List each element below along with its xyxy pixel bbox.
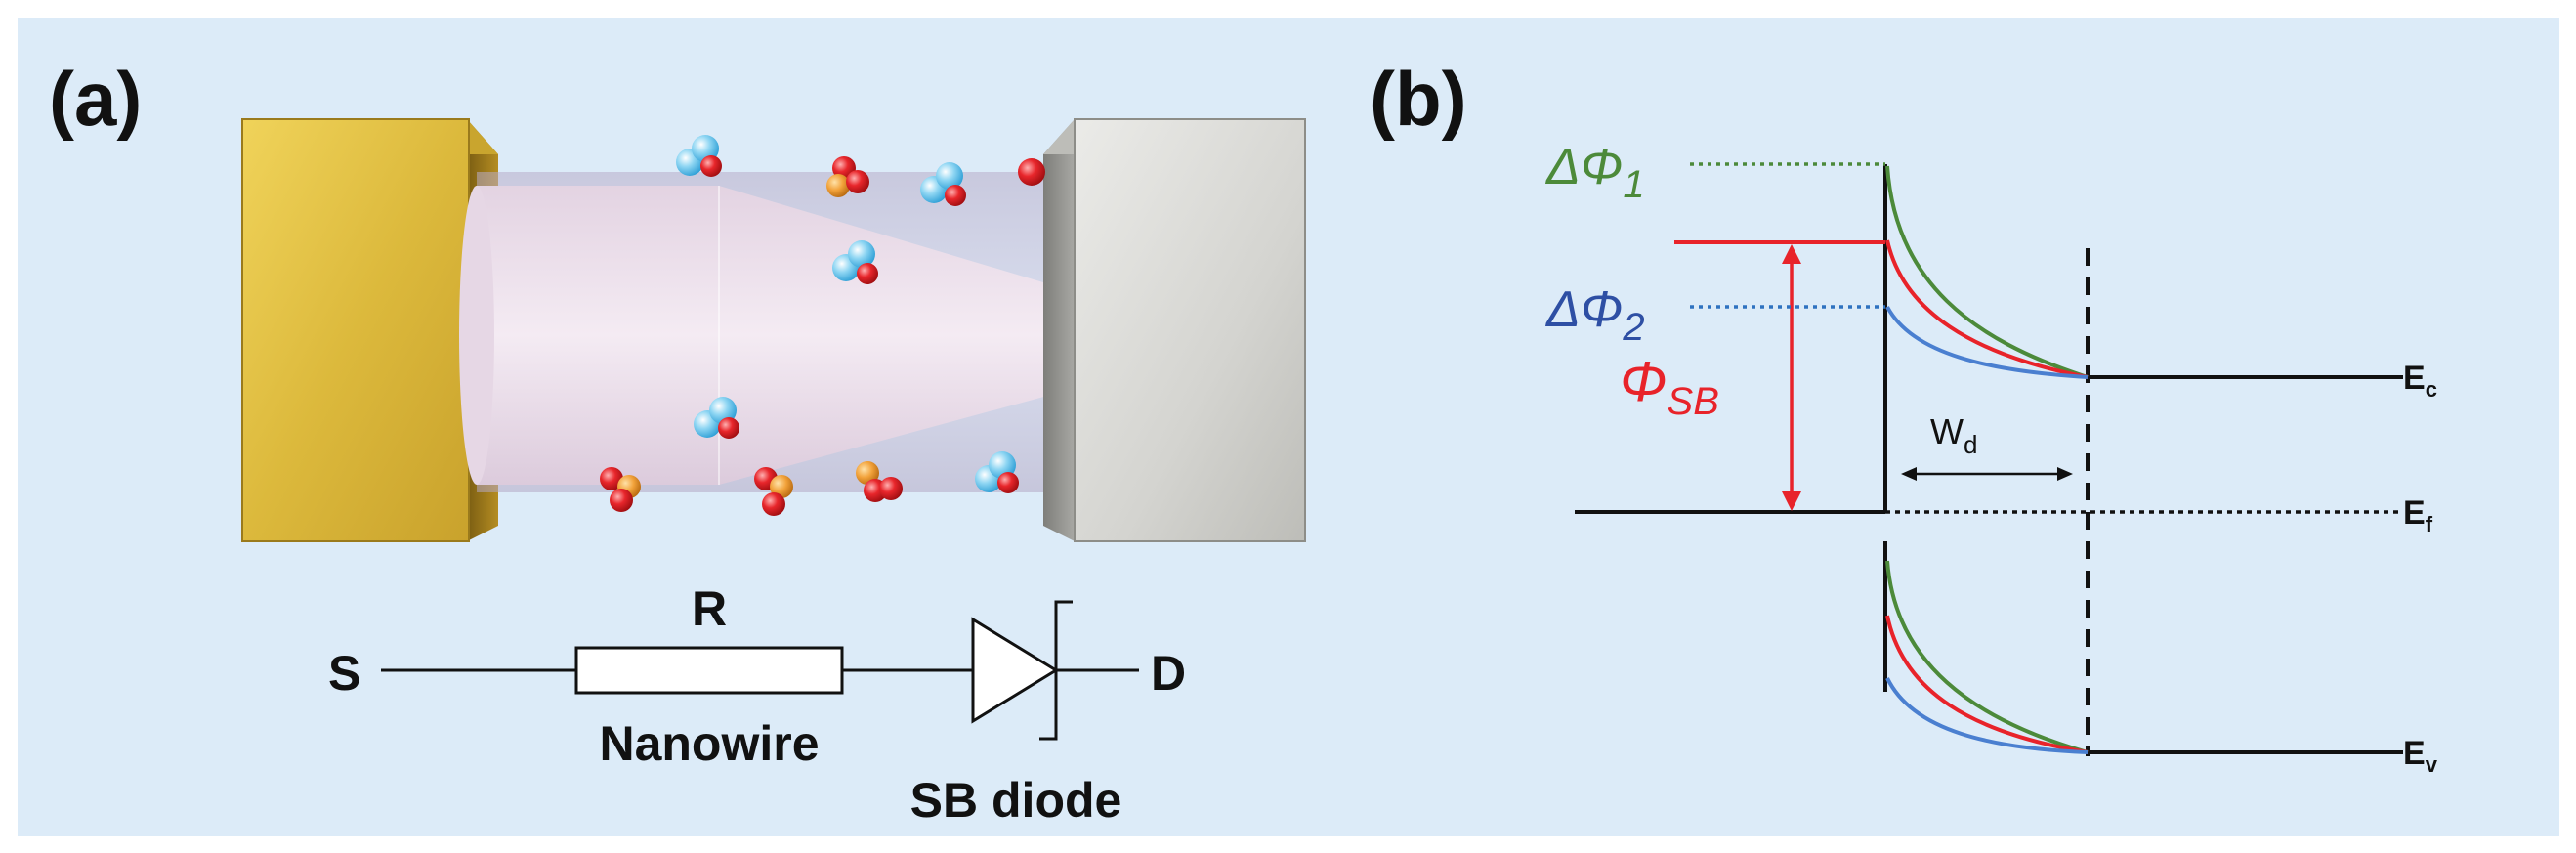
diode-label: SB diode — [910, 773, 1122, 828]
ec-curve-red — [1885, 239, 2089, 379]
molecule-red — [826, 156, 869, 197]
source-label: S — [328, 646, 360, 701]
phi-sb-arrow-head-bottom — [1782, 491, 1801, 511]
nanowire-end — [459, 186, 494, 485]
diode-triangle — [971, 617, 1059, 724]
molecule-blue — [975, 451, 1019, 493]
gold-contact — [241, 118, 470, 542]
wd-arrow-head-right — [2057, 467, 2073, 481]
molecule-red — [1018, 158, 1045, 186]
drain-label: D — [1151, 646, 1186, 701]
molecule-blue — [676, 135, 722, 177]
circuit — [381, 600, 1139, 741]
molecules — [600, 135, 1045, 516]
ev-curve-green — [1885, 560, 2089, 754]
nanowire-core — [477, 186, 1073, 485]
ec-curve-blue — [1885, 306, 2089, 379]
molecule-red — [754, 467, 793, 516]
ev-curve-blue — [1885, 677, 2089, 754]
wd-label: Wd — [1930, 411, 1977, 459]
molecule-blue — [832, 240, 878, 284]
nanowire-label: Nanowire — [599, 716, 819, 771]
ec-curve-green — [1885, 165, 2089, 379]
panel-a-label: (a) — [49, 56, 142, 142]
delta-phi-1-label: ΔΦ1 — [1544, 139, 1645, 206]
panel-a-canvas: (a) — [49, 56, 1306, 828]
resistor — [574, 646, 844, 695]
ec-label: Ec — [2403, 360, 2437, 402]
resistor-label: R — [692, 581, 727, 636]
band-diagram: (b) ΔΦ1 ΔΦ2 — [1370, 56, 2438, 777]
molecule-blue — [920, 162, 966, 206]
phi-sb-arrow-head-top — [1782, 244, 1801, 264]
molecule-red — [856, 461, 903, 502]
panel-b-label: (b) — [1370, 56, 1467, 142]
delta-phi-2-label: ΔΦ2 — [1544, 281, 1645, 349]
ev-curve-red — [1885, 615, 2089, 754]
molecule-blue — [694, 397, 739, 439]
wd-arrow-head-left — [1901, 467, 1917, 481]
panel-b: (b) ΔΦ1 ΔΦ2 — [1327, 18, 2559, 836]
panel-a: (a) — [18, 18, 1327, 836]
silver-contact — [1074, 118, 1306, 542]
ef-label: Ef — [2403, 494, 2433, 536]
molecule-red — [600, 467, 641, 512]
ev-label: Ev — [2403, 735, 2438, 777]
silver-contact-side — [1043, 119, 1075, 541]
phi-sb-label: ΦSB — [1620, 350, 1719, 423]
